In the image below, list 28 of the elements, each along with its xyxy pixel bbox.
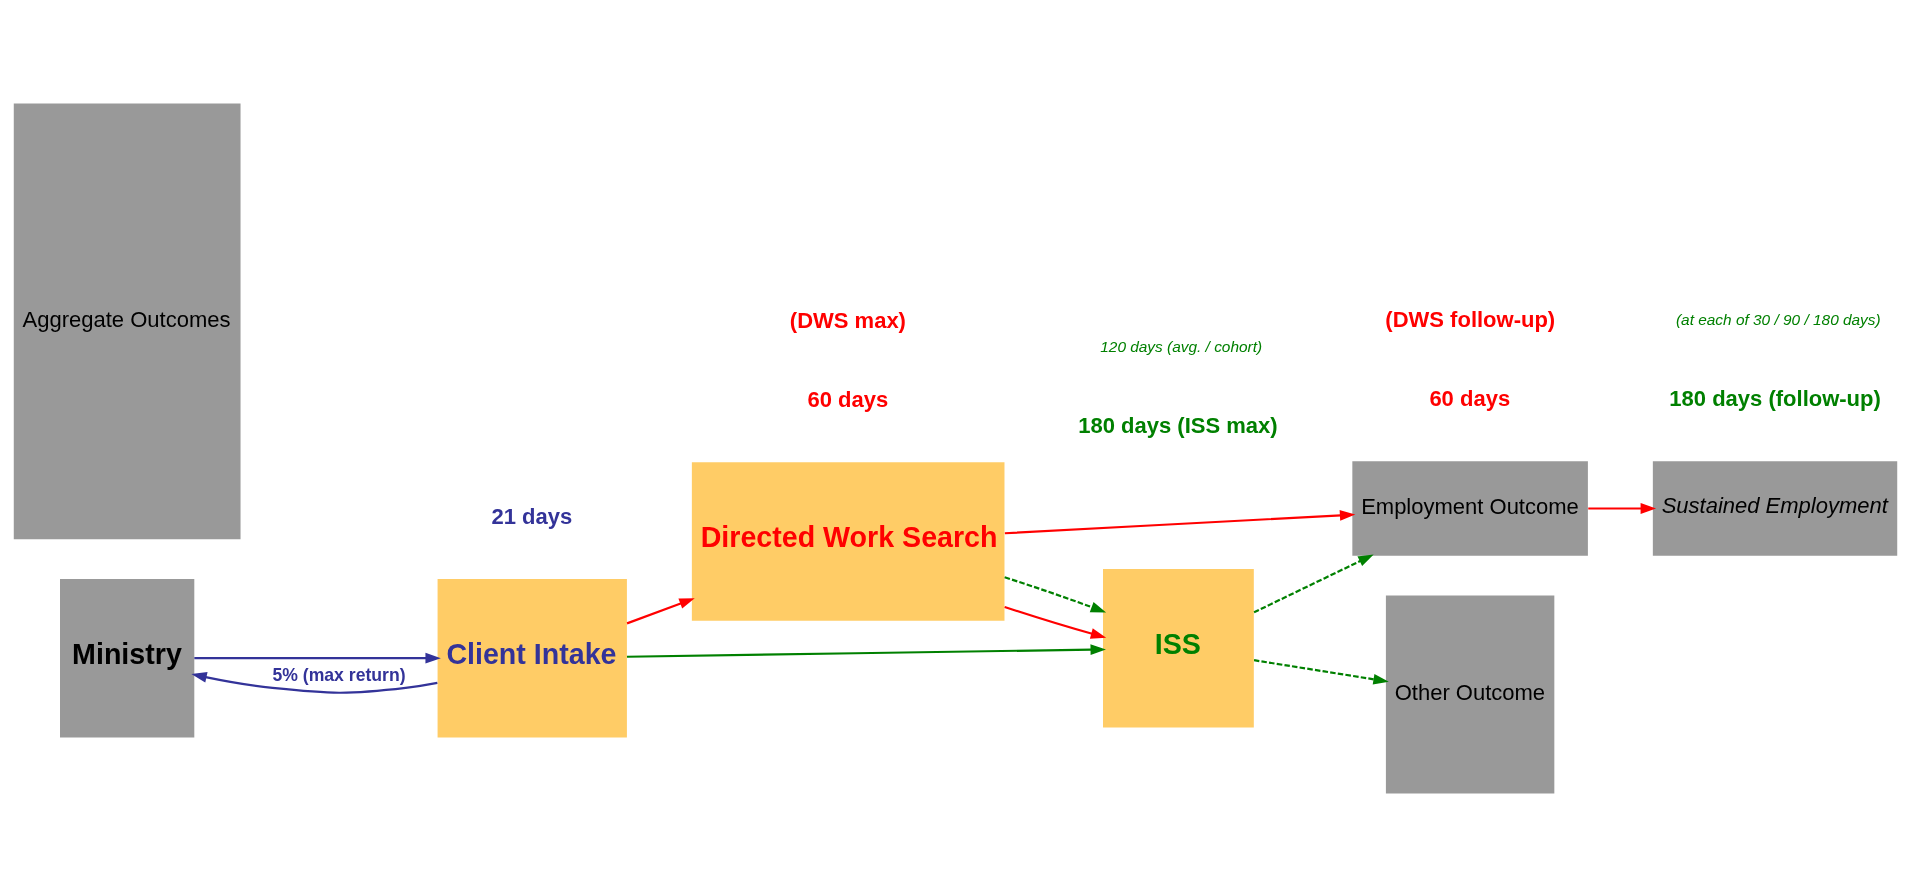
node-box: Client Intake xyxy=(437,578,627,737)
label: 180 days (follow-up) xyxy=(1668,385,1881,411)
arrow xyxy=(1004,509,1355,534)
node-box: Aggregate Outcomes xyxy=(13,102,241,539)
edge-label: 5% (max return) xyxy=(271,664,406,685)
node-box: Employment Outcome xyxy=(1351,460,1588,556)
node-box: Directed Work Search xyxy=(691,461,1004,621)
arrow xyxy=(193,652,441,664)
arrow xyxy=(1587,502,1656,514)
label: 60 days xyxy=(1428,385,1510,411)
label: 180 days (ISS max) xyxy=(1077,412,1278,438)
node-box: Other Outcome xyxy=(1385,594,1554,794)
arrow xyxy=(190,671,438,694)
label: (DWS follow-up) xyxy=(1384,306,1555,332)
label: 21 days xyxy=(491,503,572,529)
node-box: Sustained Employment xyxy=(1652,460,1897,556)
label: (at each of 30 / 90 / 180 days) xyxy=(1675,310,1881,328)
arrow xyxy=(626,597,695,624)
arrow xyxy=(1003,605,1106,639)
label: (DWS max) xyxy=(789,307,906,333)
arrow xyxy=(626,643,1106,658)
label: 60 days xyxy=(806,386,888,412)
label: 120 days (avg. / cohort) xyxy=(1099,337,1262,355)
arrow xyxy=(1253,554,1374,613)
arrow xyxy=(1253,658,1389,685)
node-box: ISS xyxy=(1102,568,1254,728)
arrow xyxy=(1003,575,1106,613)
node-box: Ministry xyxy=(59,578,194,737)
